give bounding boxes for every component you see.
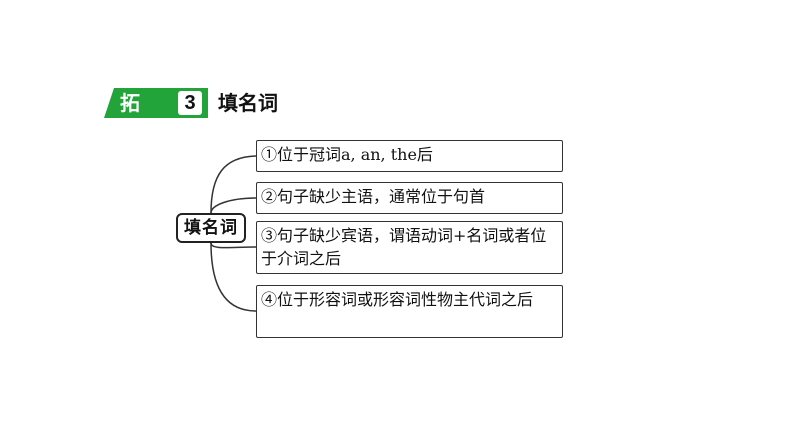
section-title: 填名词 xyxy=(218,91,278,115)
connector-branch-4 xyxy=(210,242,257,312)
branch-node-4: ④位于形容词或形容词性物主代词之后 xyxy=(256,285,563,338)
extension-tag-number: 3 xyxy=(178,91,202,115)
connector-branch-2 xyxy=(210,197,257,214)
branch-node-3: ③句子缺少宾语，谓语动词+名词或者位于介词之后 xyxy=(256,221,563,274)
connector-branch-1 xyxy=(210,155,257,214)
branch-node-2: ②句子缺少主语，通常位于句首 xyxy=(256,182,563,214)
connector-branch-3 xyxy=(210,242,257,249)
branch-node-1: ①位于冠词a, an, the后 xyxy=(256,140,563,172)
extension-tag-label: 拓展 xyxy=(120,91,141,143)
root-node: 填名词 xyxy=(176,213,246,243)
